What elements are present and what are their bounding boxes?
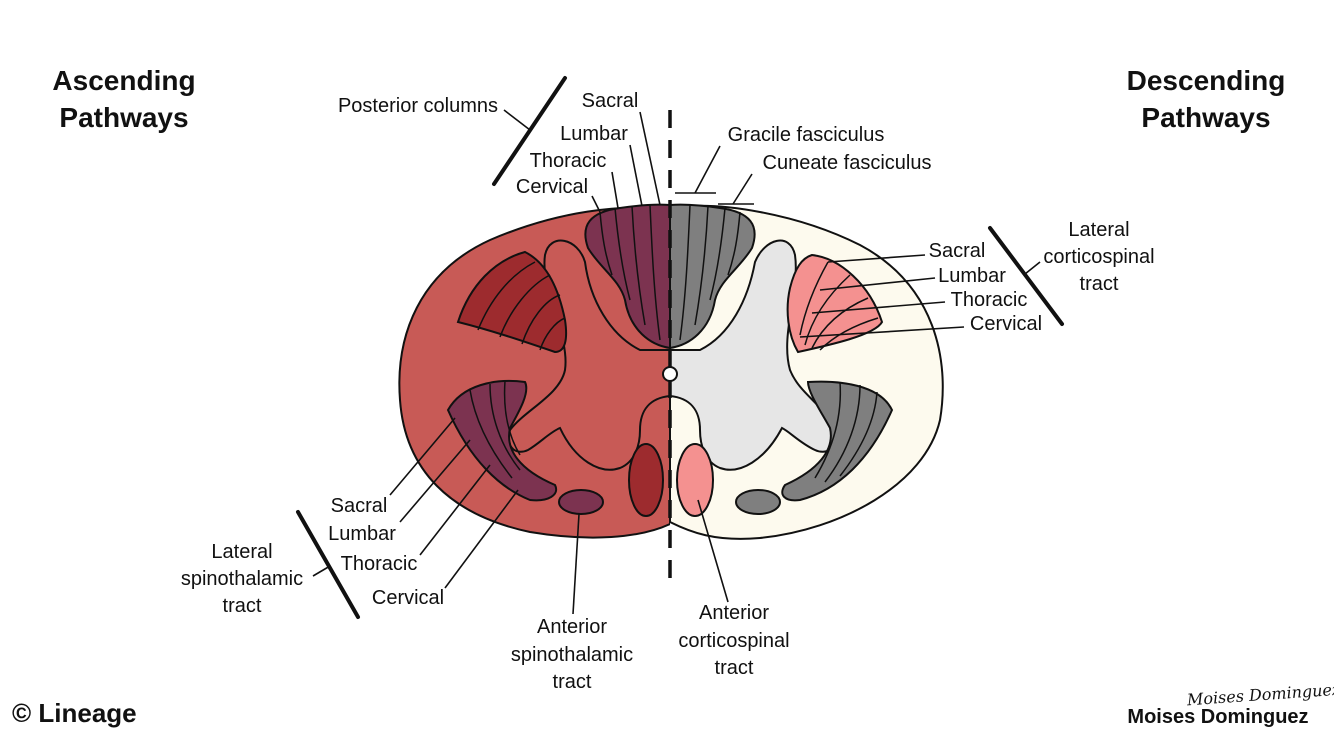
ascending-heading-line1: Ascending: [52, 65, 195, 96]
label-anterior-corticospinal-line2: corticospinal: [678, 630, 789, 652]
author-name: Moises Dominguez: [1127, 706, 1308, 728]
leader-lst-sacral: [389, 417, 456, 496]
label-lst-thoracic: Thoracic: [341, 553, 418, 575]
label-lst-cervical: Cervical: [372, 587, 444, 609]
posterior-columns-bracket: [492, 76, 567, 186]
leader-gracile: [694, 145, 721, 194]
label-lst-sacral: Sacral: [331, 495, 388, 517]
leader-posterior-thoracic: [611, 171, 619, 209]
label-lst-lumbar: Lumbar: [328, 523, 396, 545]
label-posterior-thoracic: Thoracic: [530, 150, 607, 172]
ascending-half: [398, 206, 670, 539]
leader-lst-thoracic: [419, 464, 491, 556]
leader-anterior-corticospinal: [697, 499, 729, 603]
label-lateral-corticospinal-line3: tract: [1080, 273, 1119, 295]
label-cuneate-fasciculus: Cuneate fasciculus: [763, 152, 932, 174]
leader-posterior-sacral: [639, 111, 661, 206]
label-lct-cervical: Cervical: [970, 313, 1042, 335]
lateral-corticospinal-tick: [1024, 261, 1041, 275]
leader-cuneate: [732, 173, 753, 205]
posterior-columns-left: [584, 203, 671, 350]
anterior-spinothalamic-oval: [558, 489, 604, 515]
descending-heading-line2: Pathways: [1141, 102, 1270, 133]
central-canal: [662, 366, 678, 382]
left-anterior-dark-oval: [628, 443, 664, 517]
lateral-spinothalamic-bracket: [296, 510, 360, 619]
lateral-spinothalamic-tick: [312, 565, 331, 577]
right-anterior-gray-oval: [735, 489, 781, 515]
leader-lst-lumbar: [399, 439, 471, 523]
leader-lct-sacral: [827, 254, 926, 263]
leader-anterior-spinothalamic: [572, 513, 580, 615]
posterior-columns-tick: [503, 109, 531, 131]
descending-heading-line1: Descending: [1127, 65, 1286, 96]
lateral-spinothalamic-tract-shape: [446, 379, 558, 502]
label-posterior-lumbar: Lumbar: [560, 123, 628, 145]
label-anterior-spinothalamic-line2: spinothalamic: [511, 644, 633, 666]
label-gracile-fasciculus: Gracile fasciculus: [728, 124, 885, 146]
lateral-corticospinal-bracket: [988, 226, 1064, 326]
posterior-columns-right: [669, 203, 756, 350]
label-lateral-spinothalamic-line1: Lateral: [211, 541, 272, 563]
label-lateral-spinothalamic-line3: tract: [223, 595, 262, 617]
author-signature: Moises Dominguez: [1185, 680, 1334, 710]
label-posterior-cervical: Cervical: [516, 176, 588, 198]
descending-half: [670, 204, 944, 540]
label-lct-lumbar: Lumbar: [938, 265, 1006, 287]
label-lateral-spinothalamic-line2: spinothalamic: [181, 568, 303, 590]
leader-lct-lumbar: [819, 277, 936, 291]
leader-lct-thoracic: [811, 301, 946, 314]
label-lateral-corticospinal-line1: Lateral: [1068, 219, 1129, 241]
right-lower-gray-tract: [781, 380, 894, 502]
leader-lst-cervical: [444, 489, 519, 589]
leader-posterior-lumbar: [629, 144, 643, 207]
label-lct-thoracic: Thoracic: [951, 289, 1028, 311]
label-posterior-sacral: Sacral: [582, 90, 639, 112]
label-anterior-spinothalamic-line1: Anterior: [537, 616, 607, 638]
anterior-corticospinal-oval: [676, 443, 714, 517]
leader-posterior-cervical: [591, 195, 601, 213]
label-anterior-spinothalamic-line3: tract: [553, 671, 592, 693]
copyright-lineage: © Lineage: [12, 698, 137, 728]
label-anterior-corticospinal-line3: tract: [715, 657, 754, 679]
ascending-heading-line2: Pathways: [59, 102, 188, 133]
left-upper-dark-tract: [456, 250, 568, 354]
label-lateral-corticospinal-line2: corticospinal: [1043, 246, 1154, 268]
label-anterior-corticospinal-line1: Anterior: [699, 602, 769, 624]
leader-lct-cervical: [799, 326, 965, 338]
label-lct-sacral: Sacral: [929, 240, 986, 262]
label-posterior-columns: Posterior columns: [338, 95, 498, 117]
